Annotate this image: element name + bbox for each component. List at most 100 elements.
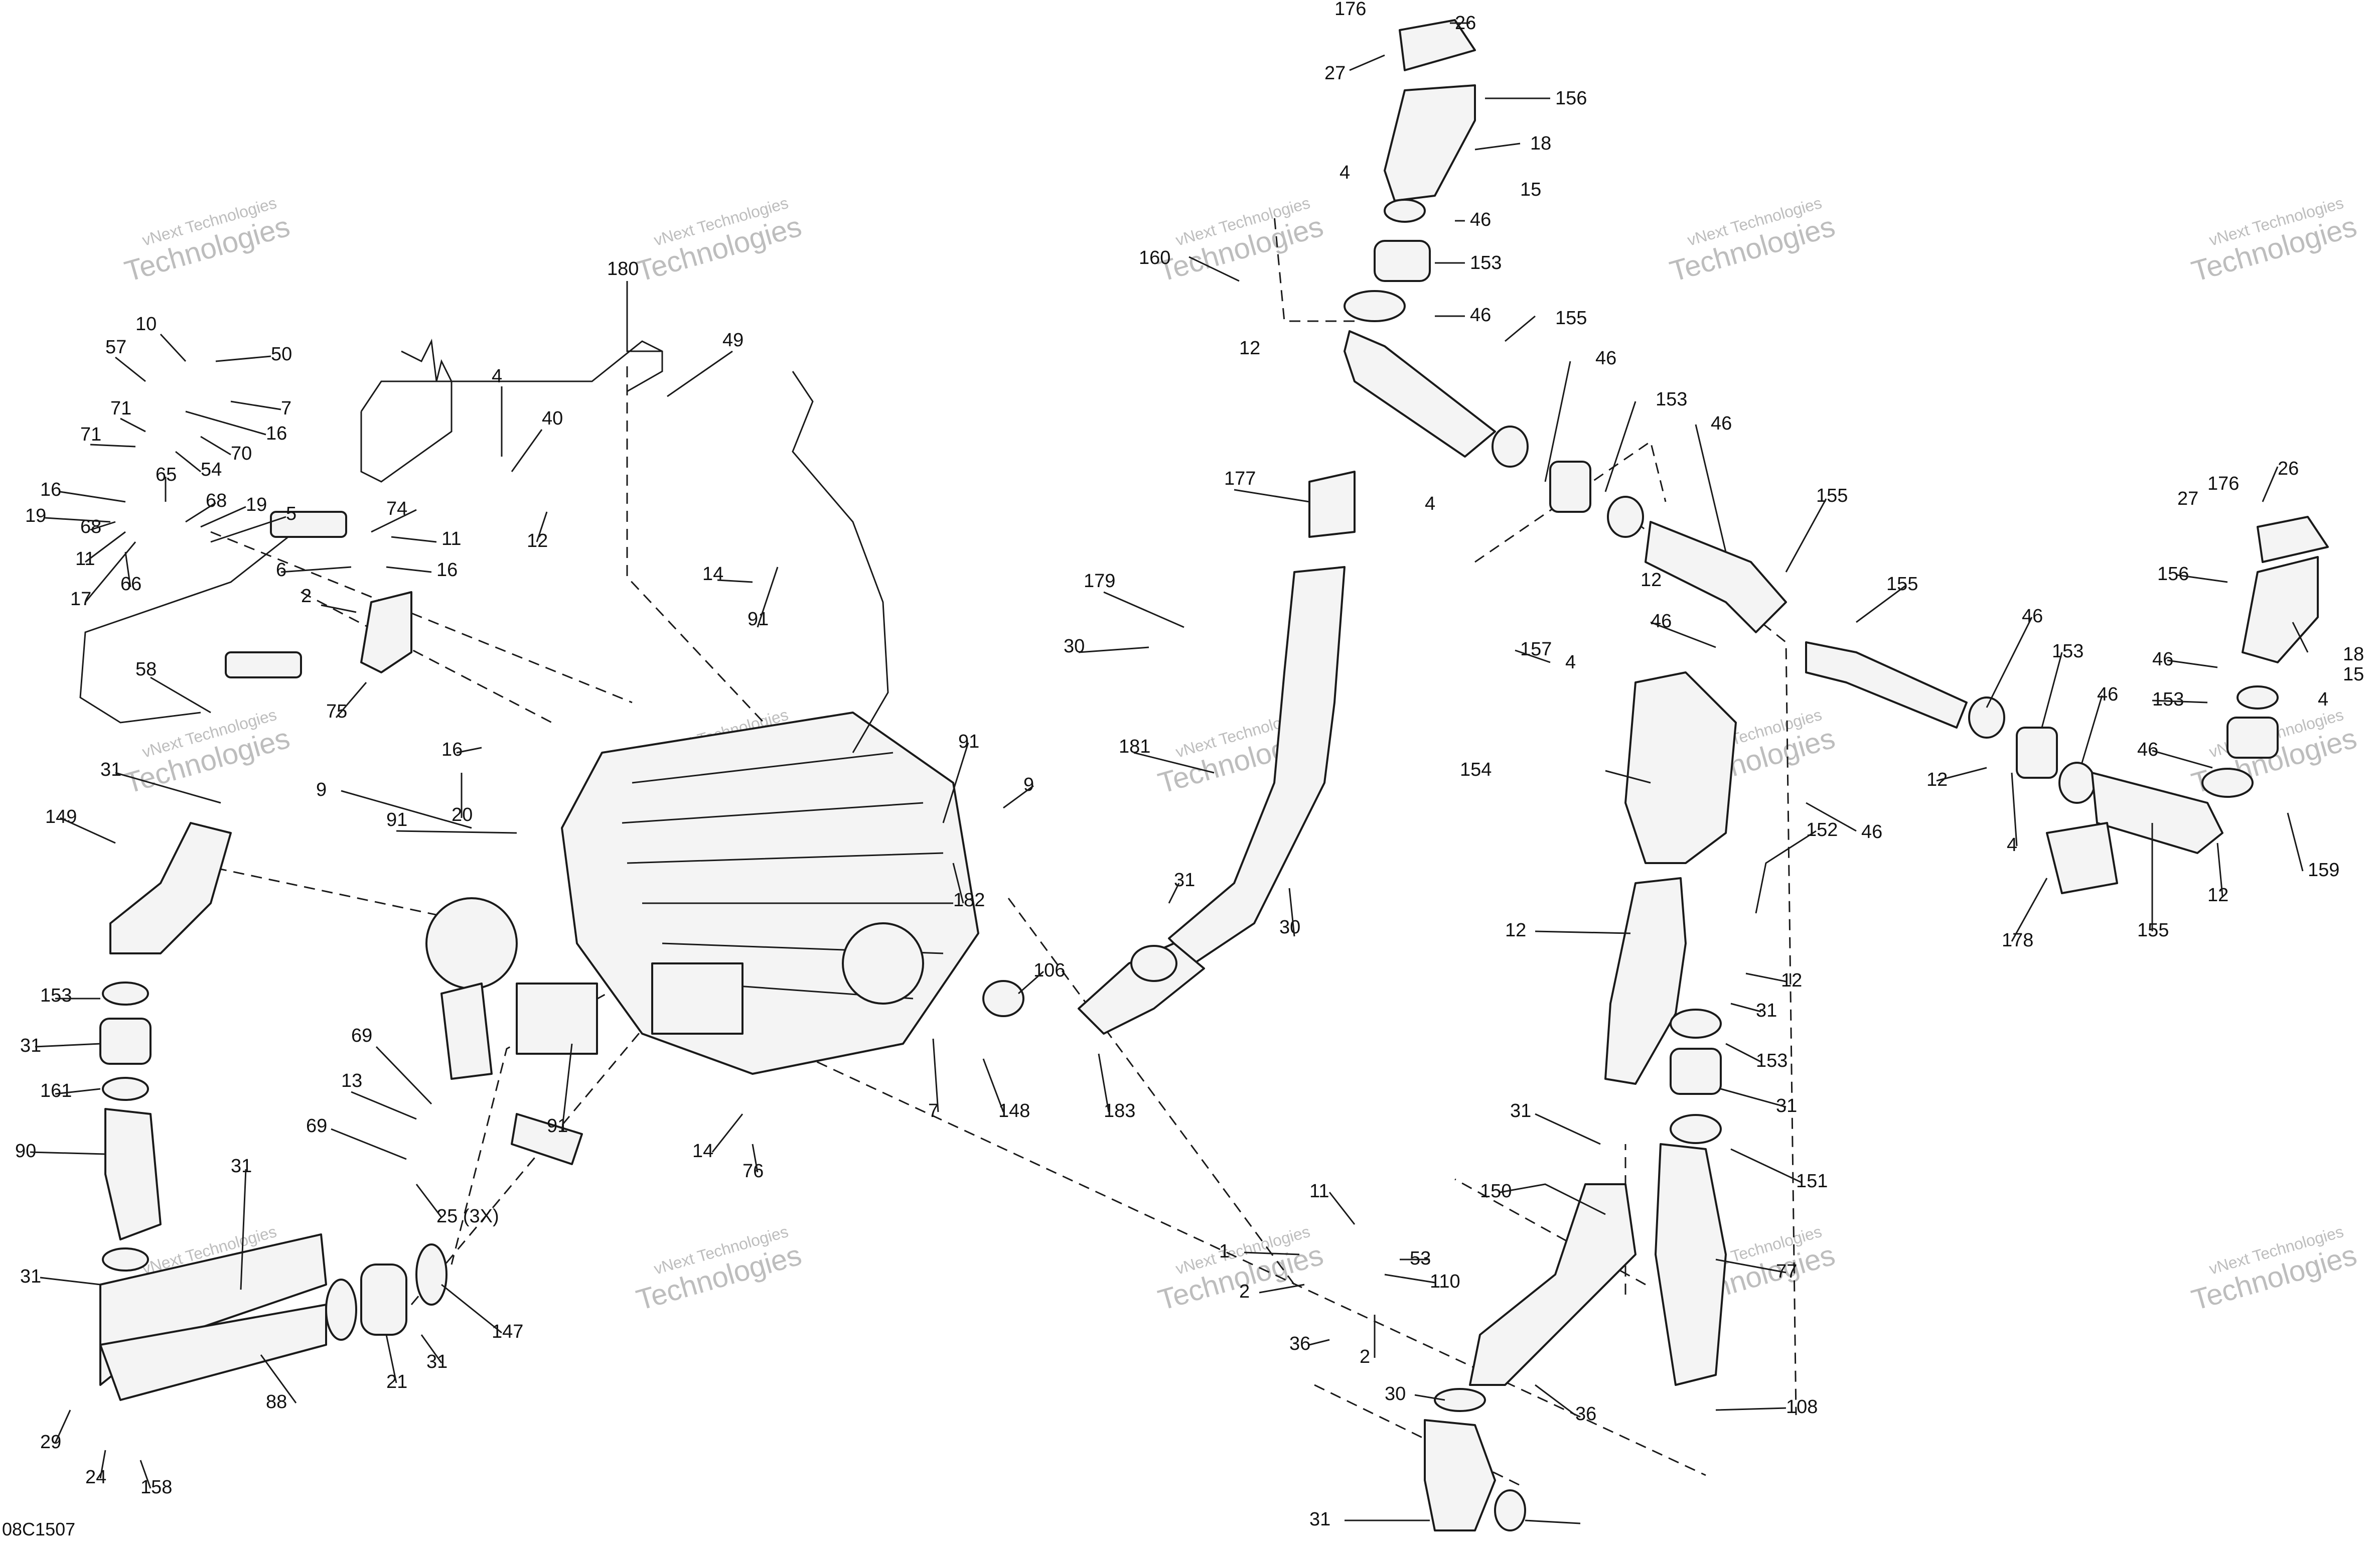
diagram-code: 08C1507 — [2, 1519, 75, 1539]
callout: 18 — [1530, 133, 1551, 154]
callout: 46 — [1861, 821, 1882, 843]
callout: 16 — [40, 479, 61, 500]
callout: 40 — [542, 408, 563, 429]
callout: 90 — [15, 1141, 36, 1162]
callout: 14 — [692, 1141, 713, 1162]
callout: 46 — [2152, 649, 2173, 670]
callout: 26 — [2278, 458, 2299, 479]
callout: 1 — [1219, 1241, 1230, 1262]
callout: 71 — [80, 424, 101, 445]
callout: 46 — [2137, 739, 2158, 760]
callout-leader-lines — [30, 22, 2309, 1524]
callout: 10 — [135, 314, 157, 335]
callout: 46 — [1595, 348, 1616, 369]
callout: 75 — [326, 701, 347, 722]
air-intake-tubes-top — [1344, 19, 1787, 633]
callout: 147 — [492, 1321, 523, 1342]
callout: 31 — [426, 1351, 448, 1372]
callout: 12 — [1641, 570, 1662, 591]
callout: 181 — [1119, 736, 1150, 757]
callout: 31 — [100, 759, 121, 780]
callout: 155 — [1816, 485, 1848, 506]
callout: 157 — [1520, 639, 1552, 660]
callout: 16 — [266, 423, 287, 444]
callout: 13 — [341, 1070, 362, 1091]
callout: 9 — [316, 779, 327, 800]
callout: 21 — [386, 1371, 407, 1392]
callout: 12 — [1239, 338, 1260, 359]
callout: 29 — [40, 1432, 61, 1453]
air-intake-tubes-right — [1805, 516, 2329, 894]
callout: 91 — [386, 809, 407, 830]
callout: 69 — [351, 1025, 372, 1046]
callout: 19 — [25, 505, 46, 526]
callout: 9 — [1023, 774, 1034, 795]
callout: 4 — [1565, 652, 1576, 673]
callout: 156 — [2157, 564, 2189, 585]
callout: 70 — [231, 443, 252, 464]
callout: 4 — [492, 366, 502, 387]
callout: 46 — [2022, 606, 2043, 627]
callout: 5 — [286, 503, 296, 524]
callout: 36 — [1575, 1404, 1596, 1425]
callout: 158 — [140, 1477, 172, 1498]
callout: 106 — [1033, 960, 1065, 981]
callout: 153 — [1470, 252, 1502, 273]
callout: 53 — [1410, 1248, 1431, 1269]
callout: 31 — [20, 1266, 41, 1287]
callout: 153 — [2152, 689, 2184, 710]
callout: 46 — [1711, 413, 1732, 434]
callout: 155 — [1555, 308, 1587, 329]
callout-labels: 176 26 27 156 18 15 4 46 153 160 12 46 1… — [15, 0, 2364, 1530]
callout: 66 — [120, 574, 141, 595]
callout: 156 — [1555, 88, 1587, 109]
callout: 182 — [953, 890, 985, 911]
callout: 57 — [105, 337, 126, 358]
callout: 19 — [246, 494, 267, 515]
callout: 108 — [1786, 1396, 1818, 1418]
callout: 16 — [436, 559, 458, 581]
callout: 153 — [1656, 389, 1687, 410]
callout: 176 — [2207, 473, 2239, 494]
callout: 2 — [1360, 1346, 1370, 1367]
callout: 155 — [2137, 920, 2169, 941]
callout: 25 (3X) — [436, 1206, 499, 1227]
callout: 27 — [2177, 488, 2198, 509]
callout: 149 — [45, 806, 77, 827]
callout: 46 — [1470, 209, 1491, 230]
callout: 7 — [281, 398, 291, 419]
callout: 152 — [1806, 819, 1838, 840]
callout: 30 — [1279, 917, 1300, 938]
callout: 6 — [276, 559, 286, 581]
callout: 110 — [1430, 1271, 1460, 1292]
callout: 160 — [1139, 247, 1170, 268]
callout: 30 — [1064, 636, 1085, 657]
callout: 154 — [1460, 759, 1492, 780]
callout: 2 — [1239, 1281, 1250, 1302]
callout: 69 — [306, 1115, 327, 1137]
callout: 4 — [1425, 493, 1435, 514]
callout: 31 — [1309, 1509, 1330, 1530]
callout: 15 — [2343, 664, 2364, 685]
callout: 176 — [1334, 0, 1366, 20]
callout: 151 — [1796, 1171, 1828, 1192]
callout: 68 — [206, 490, 227, 511]
callout: 2 — [301, 586, 312, 607]
callout: 161 — [40, 1080, 72, 1101]
callout: 4 — [2318, 689, 2328, 710]
callout: 155 — [1886, 574, 1918, 595]
callout: 24 — [85, 1467, 106, 1488]
callout: 91 — [958, 731, 979, 752]
throttle-cable-and-harness — [79, 338, 889, 1165]
callout: 177 — [1224, 468, 1256, 489]
callout: 153 — [2052, 641, 2084, 662]
